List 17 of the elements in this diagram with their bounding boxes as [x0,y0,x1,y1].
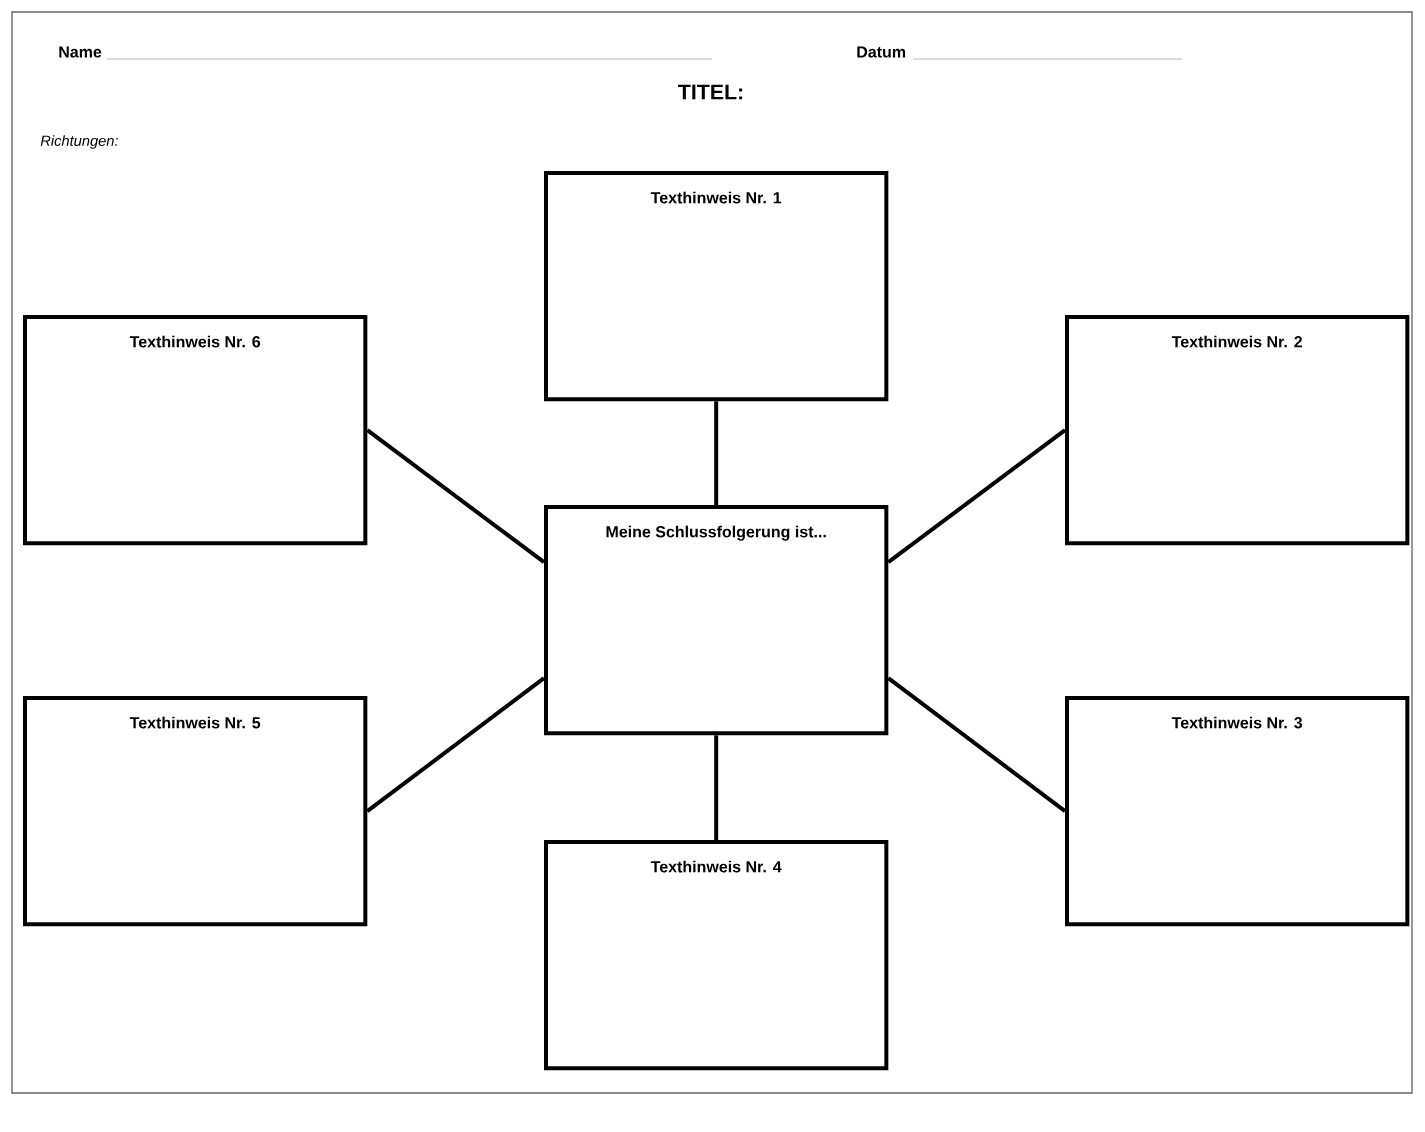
title: TITEL: [678,84,743,100]
text-box: Texthinweis Nr. 6 [23,315,368,546]
field-label: Name [59,46,102,58]
text-box: Texthinweis Nr. 5 [23,696,368,927]
connector-line [714,735,719,840]
text-box: Texthinweis Nr. 4 [544,840,889,1071]
connector-line [887,676,1067,813]
text-box: Texthinweis Nr. 3 [1065,696,1410,927]
directions-label: Richtungen: [40,135,118,149]
text-box: Texthinweis Nr. 2 [1065,315,1410,546]
connector-line [366,428,546,564]
field-label: Datum [857,46,906,58]
text-box: Meine Schlussfolgerung ist... [544,505,889,736]
text-box: Texthinweis Nr. 1 [544,171,889,402]
connector-line [714,401,719,505]
connector-line [366,676,546,813]
connector-line [887,428,1067,564]
